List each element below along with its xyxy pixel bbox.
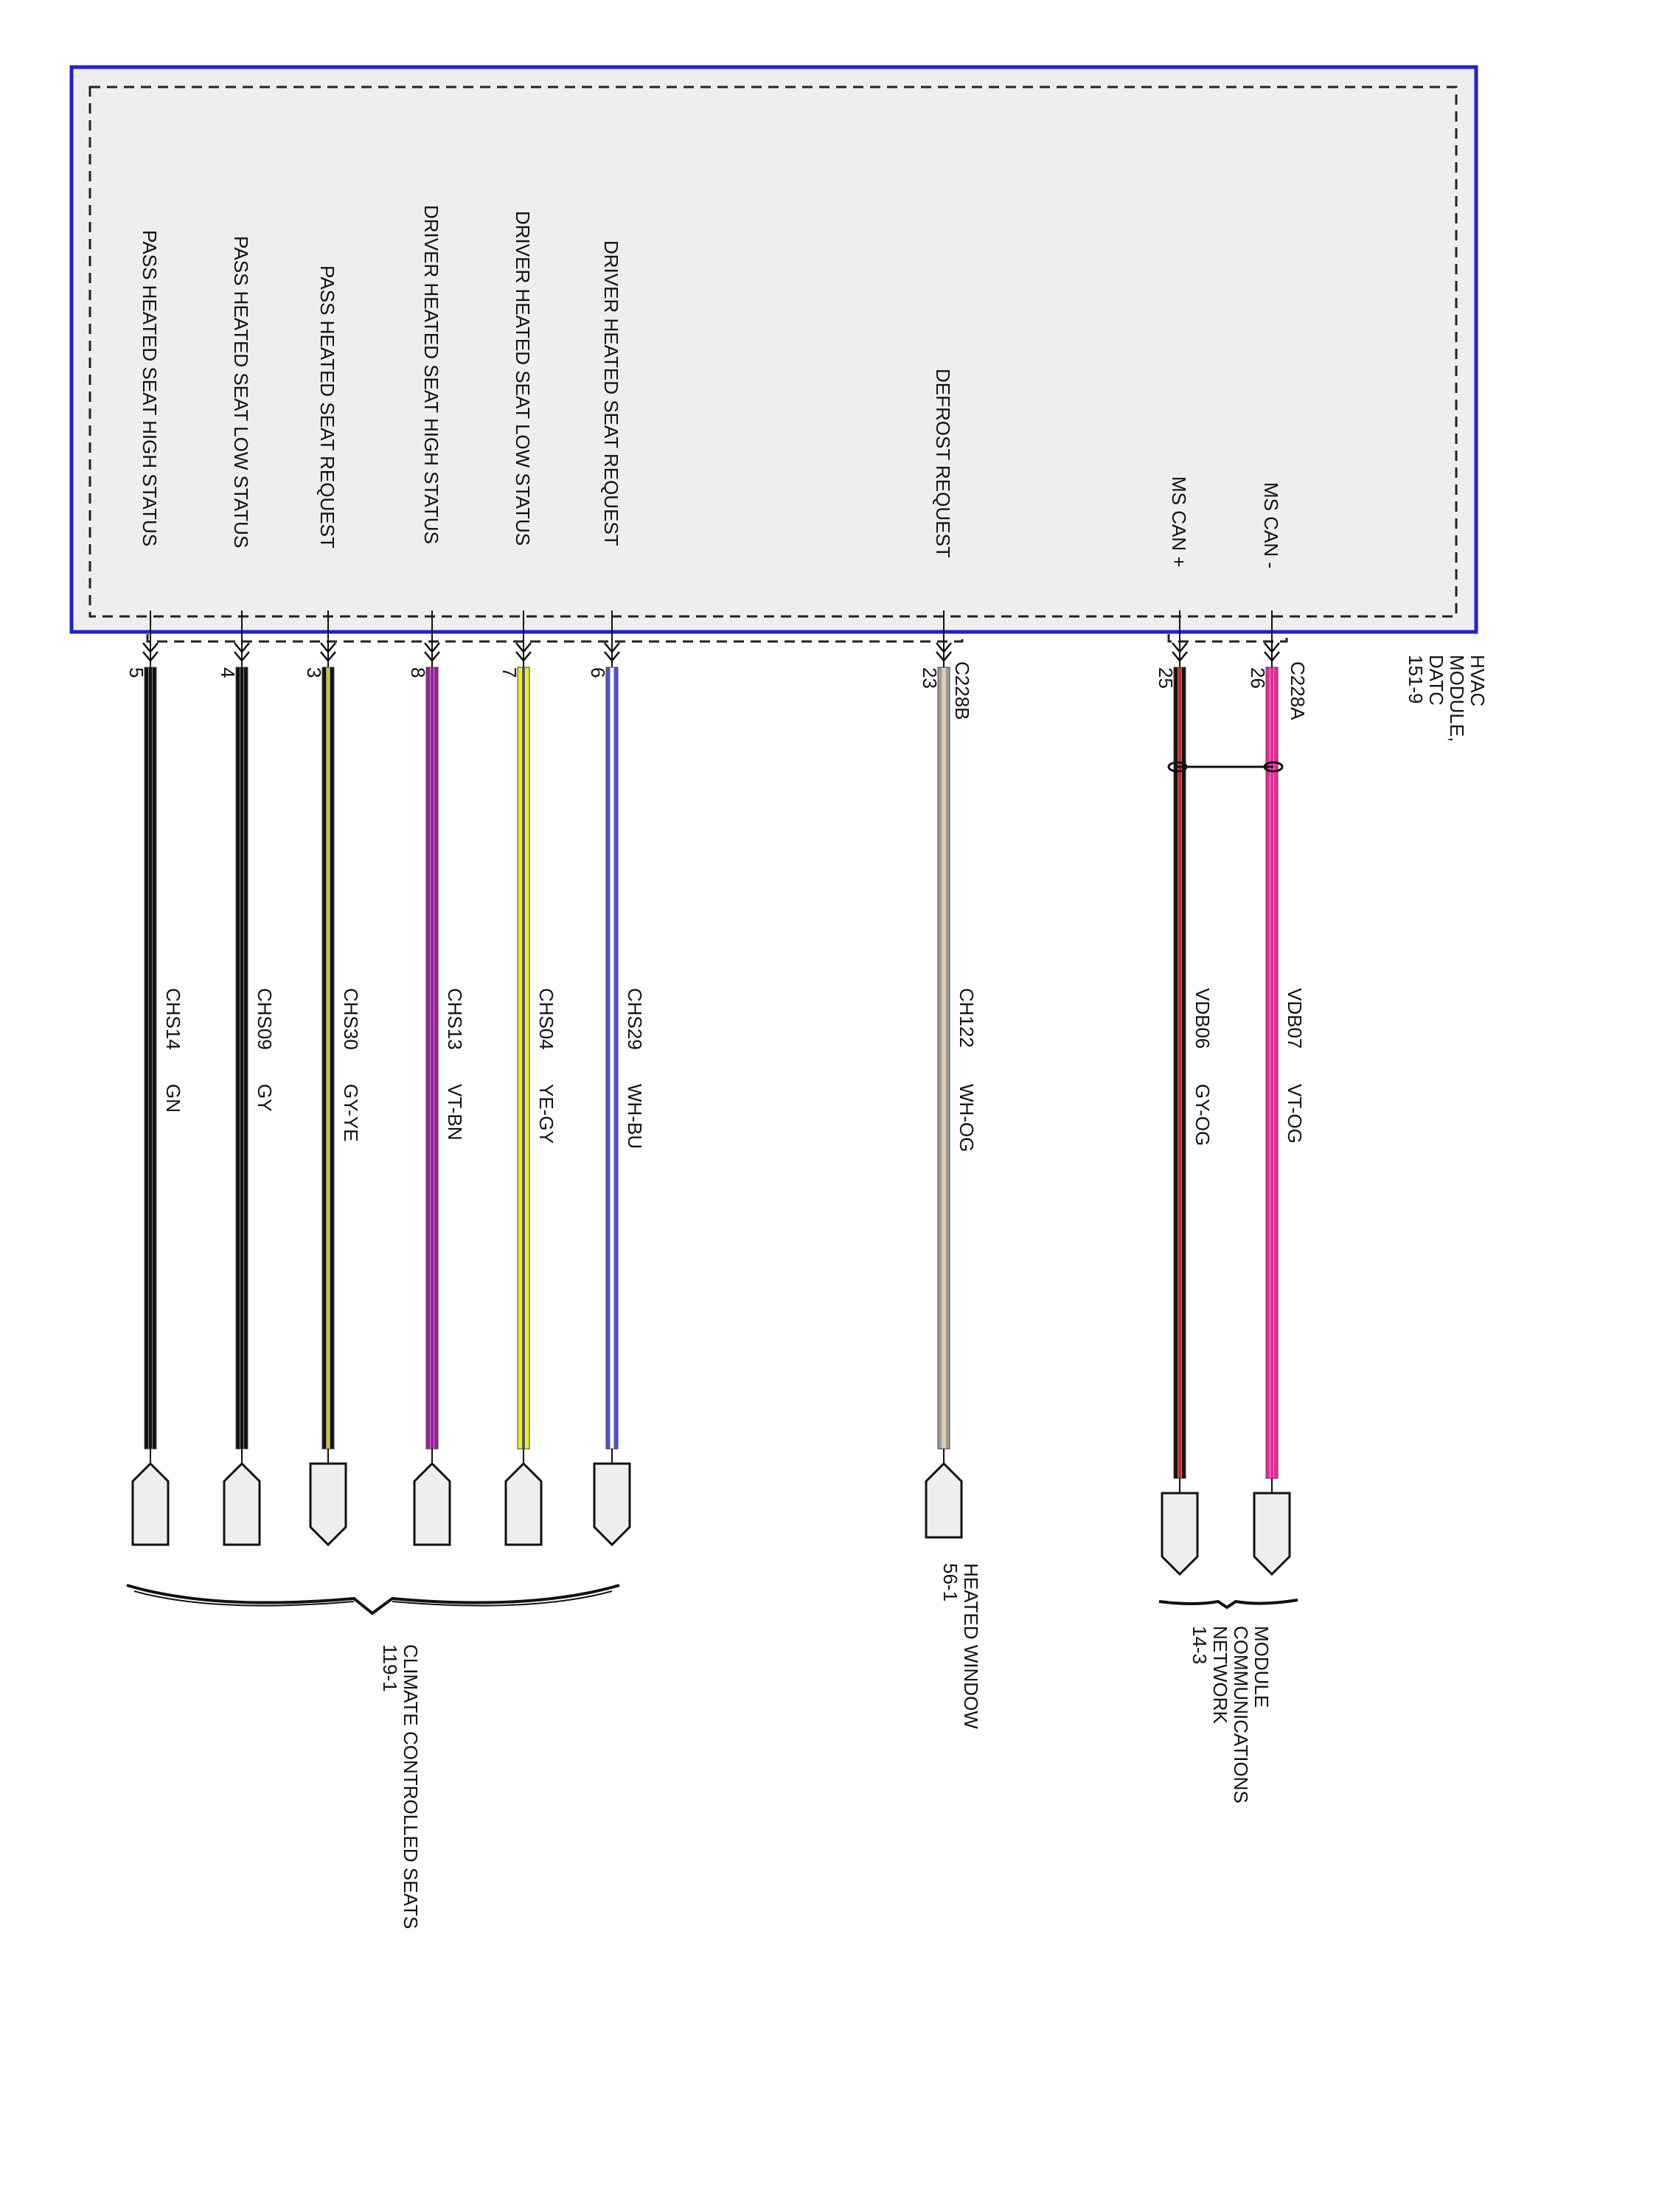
- circuit-label-vdb06: VDB06: [1192, 988, 1214, 1048]
- color-code-chs14: GN: [162, 1084, 184, 1113]
- connector-c228a-label: C228A: [1287, 661, 1309, 720]
- pin-arrow-chs13: [424, 642, 440, 662]
- pin-arrow-chs14: [142, 642, 159, 662]
- module-name-label: HVAC MODULE, DATC 151-9: [1405, 655, 1489, 742]
- circuit-label-vdb07: VDB07: [1284, 988, 1306, 1048]
- terminal-ch122: [925, 1461, 963, 1539]
- module-ref: 151-9: [1405, 655, 1427, 704]
- signal-label-ch122: DEFROST REQUEST: [932, 369, 954, 558]
- signal-label-vdb07: MS CAN -: [1260, 482, 1282, 568]
- pin-arrow-chs30: [320, 642, 336, 662]
- module-name-line-1: HVAC: [1467, 655, 1489, 706]
- color-code-vdb06: GY-OG: [1192, 1084, 1214, 1146]
- pin-arrow-vdb07: [1264, 642, 1280, 662]
- destination-communications-line-2: COMMUNICATIONS: [1230, 1626, 1252, 1804]
- terminal-chs04: [504, 1461, 543, 1546]
- color-code-chs29: WH-BU: [624, 1084, 646, 1149]
- pin-arrow-ch122: [936, 642, 952, 662]
- color-code-ch122: WH-OG: [956, 1084, 978, 1152]
- pin-arrow-chs04: [515, 642, 532, 662]
- module-name-line-3: DATC: [1425, 655, 1447, 706]
- pin-number-chs04: 7: [498, 667, 521, 678]
- signal-label-chs13: DRIVER HEATED SEAT HIGH STATUS: [420, 205, 442, 544]
- pin-arrow-chs09: [234, 642, 250, 662]
- pin-number-ch122: 23: [919, 667, 941, 689]
- terminal-vdb07: [1253, 1492, 1291, 1576]
- pin-number-chs30: 3: [303, 667, 325, 678]
- circuit-label-chs30: CHS30: [340, 988, 362, 1050]
- color-code-chs13: VT-BN: [444, 1084, 466, 1141]
- module-name-line-2: MODULE,: [1446, 655, 1468, 742]
- pin-number-chs29: 6: [587, 667, 609, 678]
- pin-number-vdb07: 26: [1247, 667, 1269, 689]
- signal-label-chs30: PASS HEATED SEAT REQUEST: [316, 265, 338, 549]
- color-code-vdb07: VT-OG: [1284, 1084, 1306, 1144]
- signal-label-chs09: PASS HEATED SEAT LOW STATUS: [230, 236, 252, 548]
- module-inner-dashed: [88, 86, 1458, 618]
- destination-communications-line-4: 14-3: [1189, 1626, 1211, 1664]
- circuit-label-chs29: CHS29: [624, 988, 646, 1050]
- signal-label-chs29: DRIVER HEATED SEAT REQUEST: [600, 240, 622, 546]
- destination-climate-seats: CLIMATE CONTROLLED SEATS 119-1: [379, 1644, 422, 1929]
- signal-label-vdb06: MS CAN +: [1168, 476, 1190, 568]
- destination-climate-seats-line-2: 119-1: [379, 1644, 401, 1692]
- destination-communications: MODULE COMMUNICATIONS NETWORK 14-3: [1189, 1626, 1273, 1804]
- destination-heated-window-line-2: 56-1: [939, 1563, 961, 1601]
- module-outline: [69, 65, 1478, 634]
- brace-climate-seats: [126, 1584, 620, 1615]
- terminal-chs30: [309, 1462, 347, 1547]
- circuit-label-chs04: CHS04: [535, 988, 557, 1050]
- pin-number-chs13: 8: [407, 667, 429, 678]
- pin-number-chs14: 5: [125, 667, 147, 678]
- circuit-label-chs09: CHS09: [254, 988, 276, 1050]
- twisted-pair-marker: [1167, 761, 1284, 773]
- terminal-chs09: [223, 1461, 261, 1546]
- color-code-chs04: YE-GY: [535, 1084, 557, 1144]
- destination-climate-seats-line-1: CLIMATE CONTROLLED SEATS: [400, 1644, 422, 1929]
- terminal-chs29: [593, 1462, 631, 1547]
- pin-arrow-vdb06: [1172, 642, 1188, 662]
- terminal-chs13: [413, 1461, 451, 1546]
- signal-label-chs14: PASS HEATED SEAT HIGH STATUS: [139, 230, 161, 546]
- pin-number-chs09: 4: [217, 667, 239, 678]
- brace-climate-seats-inner: [133, 1590, 613, 1607]
- circuit-label-chs14: CHS14: [162, 988, 184, 1050]
- connector-c228b-label: C228B: [951, 661, 973, 720]
- destination-heated-window: HEATED WINDOW 56-1: [939, 1563, 982, 1729]
- circuit-label-chs13: CHS13: [444, 988, 466, 1050]
- color-code-chs30: GY-YE: [340, 1084, 362, 1142]
- destination-communications-line-1: MODULE: [1251, 1626, 1273, 1708]
- connector-c228a-outline: [1167, 634, 1288, 643]
- destination-communications-line-3: NETWORK: [1209, 1626, 1231, 1725]
- color-code-chs09: GY: [254, 1084, 276, 1112]
- connector-c228b-outline: [146, 634, 964, 643]
- pin-arrow-chs29: [604, 642, 620, 662]
- terminal-chs14: [131, 1461, 170, 1546]
- circuit-label-ch122: CH122: [956, 988, 978, 1048]
- signal-label-chs04: DRIVER HEATED SEAT LOW STATUS: [512, 211, 534, 546]
- destination-heated-window-line-1: HEATED WINDOW: [960, 1563, 982, 1729]
- terminal-vdb06: [1161, 1492, 1199, 1576]
- brace-communications: [1158, 1599, 1298, 1610]
- pin-number-vdb06: 25: [1155, 667, 1177, 689]
